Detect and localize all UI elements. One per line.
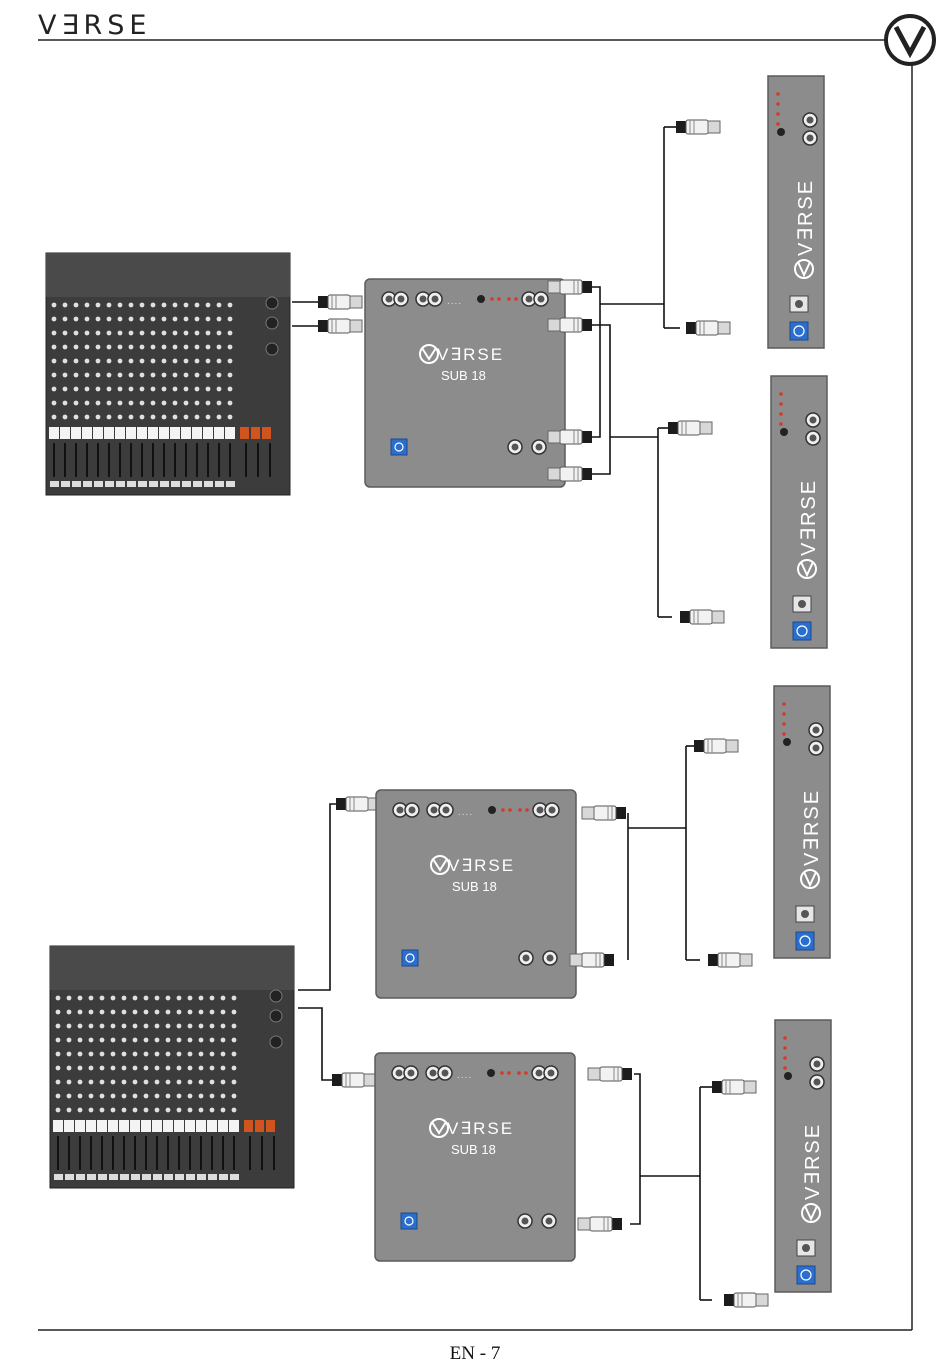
sub-model-2: SUB 18 xyxy=(452,879,497,894)
sub-brand-1: V∃RSE xyxy=(437,345,504,364)
sub18-panel-1 xyxy=(365,279,565,487)
sub-brand-3: V∃RSE xyxy=(447,1119,514,1138)
page-number: EN - 7 xyxy=(0,1343,950,1365)
top-brand-4: V∃RSE xyxy=(802,1123,824,1200)
corner-logo-icon xyxy=(886,16,934,64)
sub-model-1: SUB 18 xyxy=(441,368,486,383)
sub-model-3: SUB 18 xyxy=(451,1142,496,1157)
sub18-panel-3 xyxy=(375,1053,575,1261)
mixing-console-1 xyxy=(46,253,290,495)
top-brand-2: V∃RSE xyxy=(798,479,820,556)
top-brand-3: V∃RSE xyxy=(801,789,823,866)
mixing-console-2 xyxy=(50,946,294,1188)
top-brand-1: V∃RSE xyxy=(795,179,817,256)
sub18-panel-2 xyxy=(376,790,576,998)
sub-brand-2: V∃RSE xyxy=(448,856,515,875)
